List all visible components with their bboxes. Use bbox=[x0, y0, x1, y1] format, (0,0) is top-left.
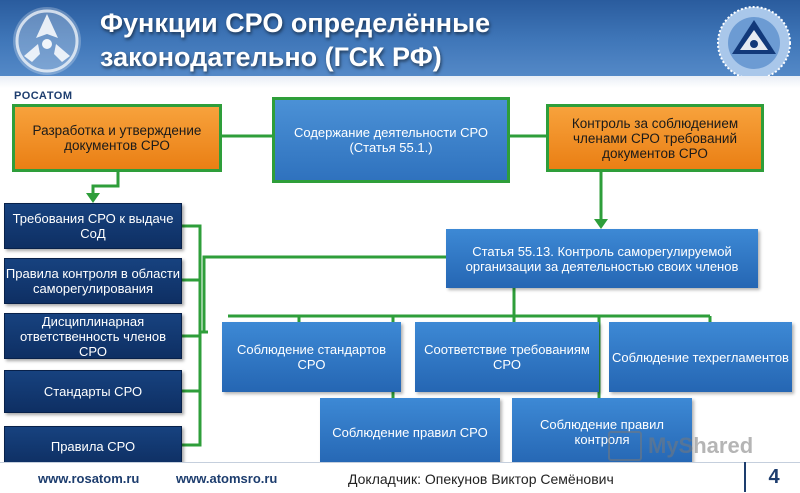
control-rules-box: Правила контроля в области саморегулиров… bbox=[4, 258, 182, 304]
standards-box: Стандарты СРО bbox=[4, 370, 182, 413]
presentation-icon bbox=[608, 431, 642, 461]
link-atomsro[interactable]: www.atomsro.ru bbox=[176, 471, 278, 486]
requirements-sod-box: Требования СРО к выдаче СоД bbox=[4, 203, 182, 249]
rosatom-logo-icon bbox=[13, 7, 81, 75]
conform-requirements-box: Соответствие требованиям СРО bbox=[415, 322, 599, 392]
rules-box: Правила СРО bbox=[4, 426, 182, 466]
header-divider bbox=[0, 76, 800, 88]
disciplinary-box: Дисциплинарная ответственность членов СР… bbox=[4, 313, 182, 359]
develop-documents-box: Разработка и утверждение документов СРО bbox=[12, 104, 222, 172]
control-compliance-box: Контроль за соблюдением членами СРО треб… bbox=[546, 104, 764, 172]
brand-label: РОСАТОМ bbox=[14, 90, 73, 102]
link-rosatom[interactable]: www.rosatom.ru bbox=[38, 471, 140, 486]
article-55-13-box: Статья 55.13. Контроль саморегулируемой … bbox=[446, 229, 758, 288]
slide-header: Функции СРО определённые законодательно … bbox=[0, 0, 800, 88]
watermark-text: MyShared bbox=[648, 433, 754, 458]
page-title: Функции СРО определённые законодательно … bbox=[100, 6, 720, 74]
speaker-label: Докладчик: Опекунов Виктор Семёнович bbox=[348, 471, 614, 487]
comply-techreg-box: Соблюдение техрегламентов bbox=[609, 322, 792, 392]
watermark: MyShared bbox=[608, 428, 778, 464]
activity-content-box: Содержание деятельности СРО (Статья 55.1… bbox=[272, 97, 510, 183]
title-line-2: законодательно (ГСК РФ) bbox=[100, 42, 442, 72]
comply-control-rules-box: Соблюдение правил контроля bbox=[512, 398, 692, 466]
slide-footer: www.rosatom.ru www.atomsro.ru Докладчик:… bbox=[0, 462, 800, 493]
comply-standards-box: Соблюдение стандартов СРО bbox=[222, 322, 401, 392]
comply-rules-box: Соблюдение правил СРО bbox=[320, 398, 500, 466]
title-line-1: Функции СРО определённые bbox=[100, 8, 491, 38]
sro-emblem-icon bbox=[717, 6, 791, 80]
page-number: 4 bbox=[744, 462, 800, 492]
